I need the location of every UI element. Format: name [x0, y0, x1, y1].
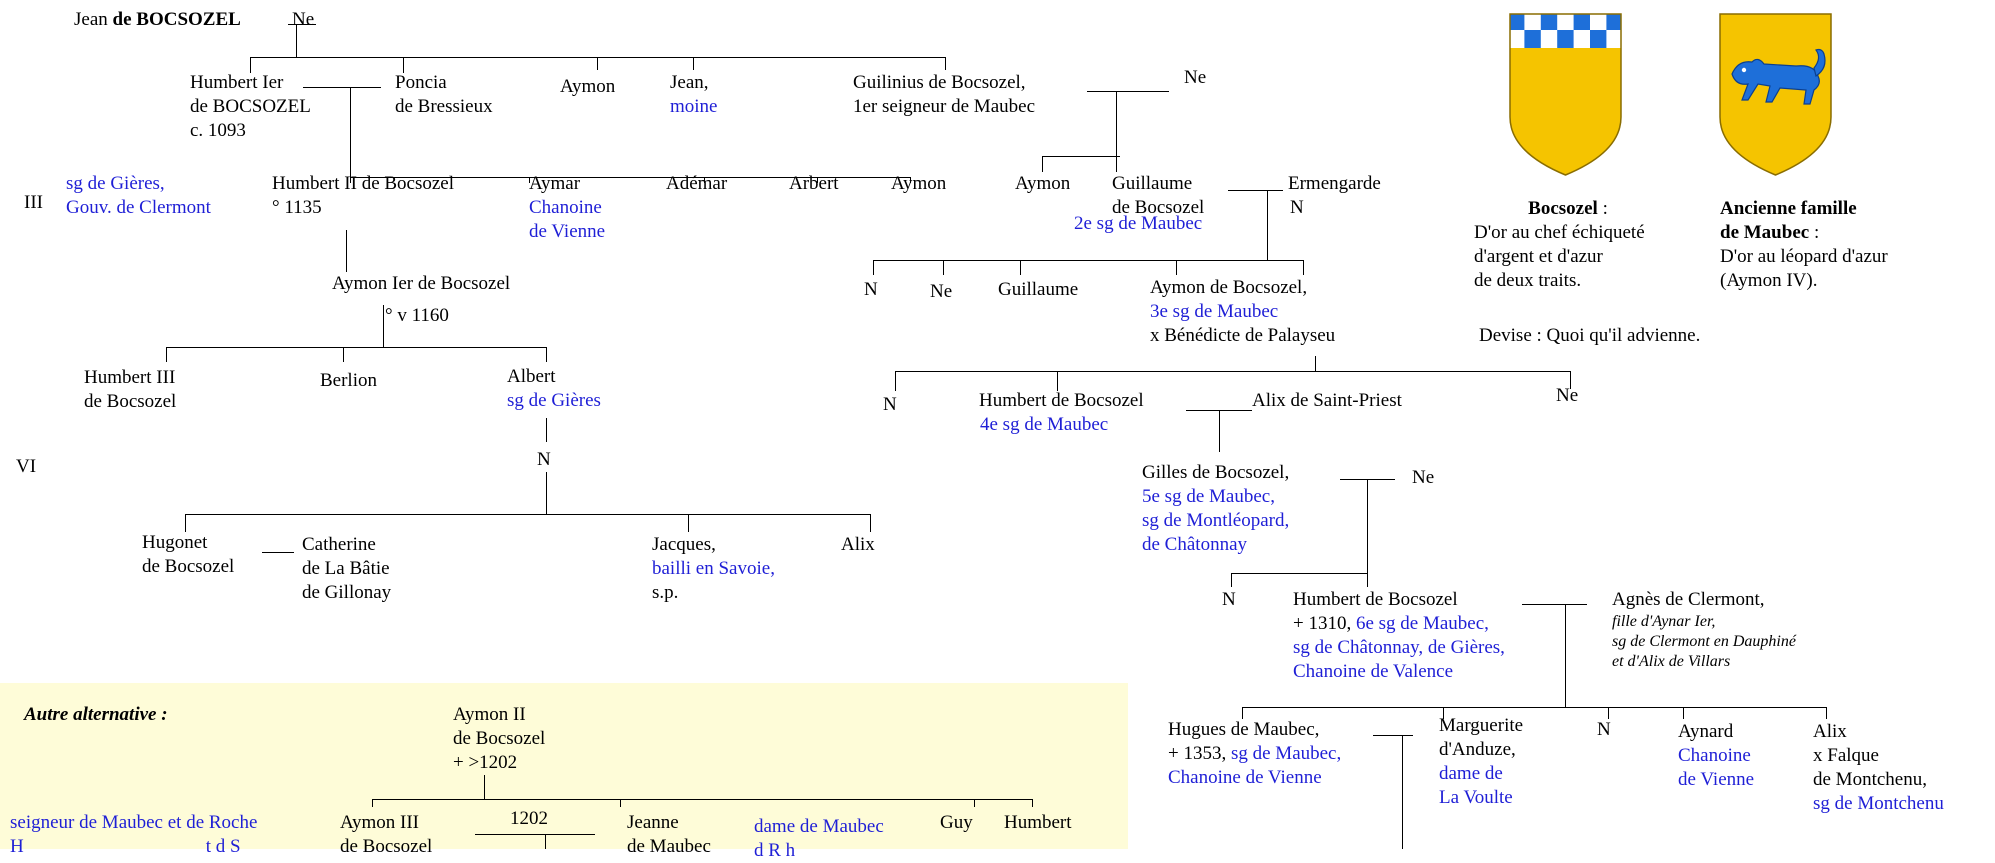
person-ne-g4: Ne	[930, 281, 953, 302]
alt-title: Autre alternative :	[24, 704, 168, 725]
bocsozel-label: Bocsozel :	[1528, 198, 1608, 219]
bocsozel-coat-of-arms	[1509, 13, 1622, 176]
maubec-blazon: D'or au léopard d'azur (Aymon IV).	[1720, 246, 1888, 291]
spouse-ne: Ne	[292, 9, 315, 30]
person-jean: Jean de BOCSOZEL	[74, 9, 241, 30]
person-aymon: Aymon	[560, 76, 616, 97]
person-humbert-1310: Humbert de Bocsozel + 1310, 6e sg de Mau…	[1293, 589, 1505, 682]
person-n-g7: N	[1222, 589, 1236, 610]
person-alix-de-saint-priest: Alix de Saint-Priest	[1252, 390, 1402, 411]
person-n-g4: N	[864, 279, 878, 300]
person-arbert: Arbert	[789, 173, 839, 194]
person-guilinius: Guilinius de Bocsozel,1er seigneur de Ma…	[853, 72, 1036, 117]
alternative-box	[0, 683, 1128, 849]
person-agnes-de-clermont: Agnès de Clermont, fille d'Aynar Ier, sg…	[1612, 589, 1796, 670]
maubec-coat-of-arms	[1719, 13, 1832, 176]
person-ne-g5: Ne	[1556, 385, 1579, 406]
spouse-ne-gilles: Ne	[1412, 467, 1435, 488]
person-n-g5: N	[883, 394, 897, 415]
person-guillaume-g4: Guillaume	[998, 279, 1079, 300]
person-n-g8: N	[1597, 719, 1611, 740]
maubec-label: Ancienne famille de Maubec :	[1720, 198, 1857, 243]
devise: Devise : Quoi qu'il advienne.	[1479, 325, 1701, 346]
person-jacques: Jacques,bailli en Savoie,s.p.	[652, 534, 775, 603]
bocsozel-blazon: D'or au chef échiqueté d'argent et d'azu…	[1474, 222, 1645, 291]
leopard-icon	[1731, 48, 1826, 105]
person-jean-moine: Jean,moine	[670, 72, 718, 117]
generation-label-vi: VI	[16, 456, 37, 477]
alt-year-1202: 1202	[510, 808, 548, 829]
person-gilles: Gilles de Bocsozel,5e sg de Maubec,sg de…	[1142, 462, 1290, 555]
person-alix-g7: Alix	[841, 534, 875, 555]
person-humbert-ii: Humbert II de Bocsozel° 1135	[272, 173, 455, 218]
person-humbert-alt: Humbert	[1004, 812, 1072, 833]
person-berlion: Berlion	[320, 370, 377, 391]
spouse-ne-guilinius: Ne	[1184, 67, 1207, 88]
person-aymon-g3: Aymon	[891, 173, 947, 194]
person-aymon-b: Aymon	[1015, 173, 1071, 194]
guillaume-title: 2e sg de Maubec	[1074, 213, 1203, 234]
person-hugues: Hugues de Maubec, + 1353, sg de Maubec, …	[1168, 719, 1342, 788]
person-guy: Guy	[940, 812, 973, 833]
person-n-g6: N	[537, 449, 551, 470]
generation-label-iii: III	[24, 192, 43, 213]
person-aymon-ier: Aymon Ier de Bocsozel ° v 1160	[332, 273, 511, 326]
person-ademar: Adémar	[666, 173, 728, 194]
note-sg-gieres: sg de Gières,Gouv. de Clermont	[66, 173, 211, 218]
